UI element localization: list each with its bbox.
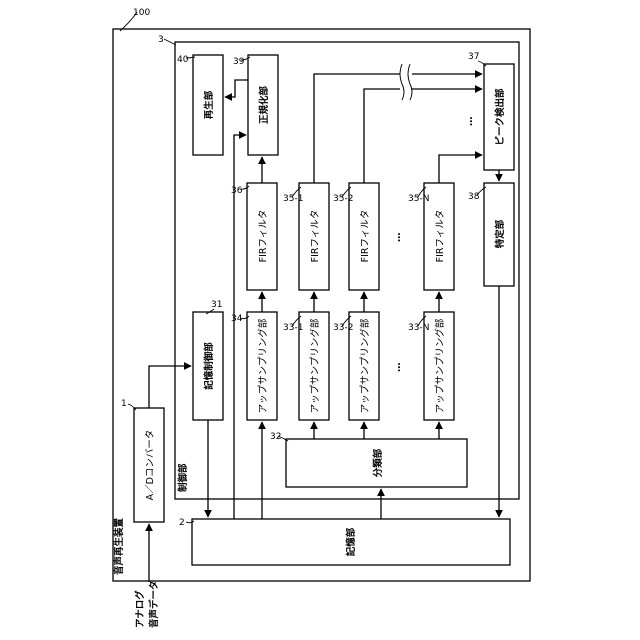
- classifier-label: 分類部: [372, 448, 384, 477]
- fir-36-label: FIRフィルタ: [258, 210, 269, 263]
- break-mark-right: [408, 64, 412, 100]
- playback-label: 再生部: [203, 90, 215, 119]
- fir-35-2-to-peak-a: [364, 89, 400, 183]
- normalizer-to-playback: [225, 80, 248, 97]
- input-label-line1: アナログ: [134, 590, 146, 628]
- upsampling-33-1-label: アップサンプリング部: [309, 319, 321, 414]
- peak-detect-label: ピーク検出部: [494, 88, 506, 146]
- upsampling-33-n-label: アップサンプリング部: [434, 319, 446, 414]
- identify-label: 特定部: [494, 219, 506, 248]
- upsampling-34-label: アップサンプリング部: [257, 319, 269, 414]
- peak-detect-ref: 37: [468, 52, 479, 62]
- control-ref-leader: [164, 39, 176, 45]
- fir-35-n-label: FIRフィルタ: [435, 210, 446, 263]
- normalizer-ref: 39: [233, 57, 245, 67]
- fir-36-ref: 36: [231, 186, 243, 196]
- control-frame: [175, 42, 519, 499]
- control-label: 制御部: [177, 463, 189, 492]
- device-ref: 100: [133, 8, 150, 18]
- storage-ctrl-label: 記憶制御部: [203, 342, 215, 390]
- adc-ref: 1: [121, 399, 127, 409]
- upsampling-ellipsis: …: [392, 363, 403, 373]
- input-label-line2: 音声データ: [148, 580, 160, 628]
- adc-to-storage-ctrl: [149, 366, 191, 408]
- storage-ref: 2: [179, 518, 185, 528]
- storage-label: 記憶部: [345, 527, 357, 556]
- normalizer-label: 正規化部: [258, 86, 270, 125]
- control-ref: 3: [158, 35, 164, 45]
- device-label: 音声再生装置: [113, 517, 125, 575]
- peak-ellipsis: …: [464, 117, 475, 127]
- adc-ref-leader: [128, 404, 136, 410]
- upsampling-33-2-label: アップサンプリング部: [359, 319, 371, 414]
- fir-35-n-to-peak: [439, 155, 482, 183]
- fir-35-1-to-peak-a: [314, 74, 400, 183]
- fir-35-2-label: FIRフィルタ: [360, 210, 371, 263]
- adc-label: A／Dコンバータ: [145, 430, 156, 501]
- fir-35-1-label: FIRフィルタ: [310, 210, 321, 263]
- upsampling-34-ref: 34: [231, 314, 243, 324]
- fir-ellipsis: …: [392, 233, 403, 243]
- break-mark-left: [400, 64, 404, 100]
- storage-ctrl-ref: 31: [211, 300, 222, 310]
- playback-ref: 40: [177, 55, 189, 65]
